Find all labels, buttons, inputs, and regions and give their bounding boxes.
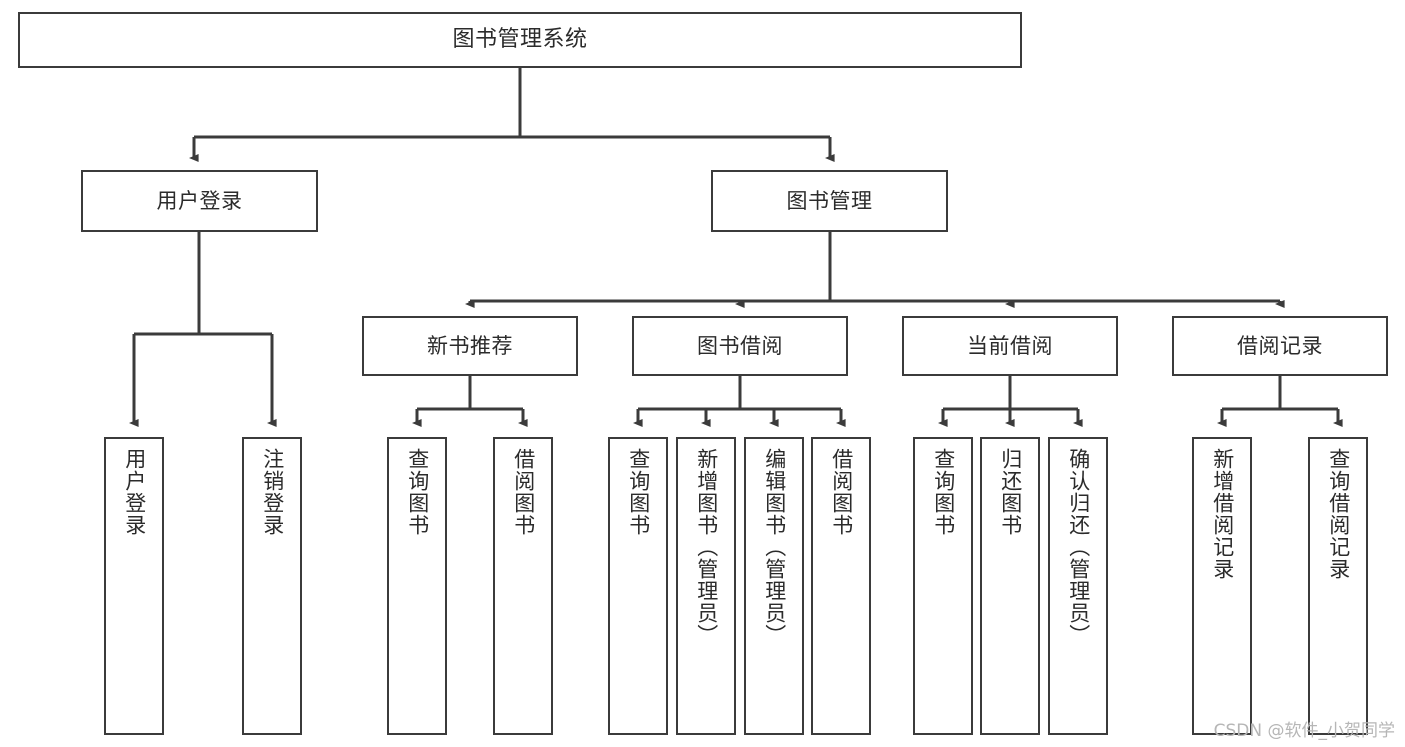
node-leaf-borrow-book-2[interactable]: 借阅图书 — [811, 437, 871, 735]
node-user-login[interactable]: 用户登录 — [81, 170, 318, 232]
node-book-borrow-label: 图书借阅 — [697, 333, 783, 358]
node-leaf-confirm-return-label: 确认归还（管理员） — [1066, 448, 1091, 646]
node-leaf-borrow-book-2-label: 借阅图书 — [829, 448, 854, 536]
node-leaf-user-logout-label: 注销登录 — [260, 448, 285, 536]
node-borrow-record-label: 借阅记录 — [1237, 333, 1323, 358]
node-leaf-query-book-3-label: 查询图书 — [931, 448, 956, 536]
node-leaf-user-login[interactable]: 用户登录 — [104, 437, 164, 735]
node-book-manage-label: 图书管理 — [786, 188, 873, 213]
node-leaf-borrow-book-1[interactable]: 借阅图书 — [493, 437, 553, 735]
node-leaf-return-book[interactable]: 归还图书 — [980, 437, 1040, 735]
watermark: CSDN @软件_小贺同学 — [1213, 721, 1395, 741]
node-leaf-query-book-3[interactable]: 查询图书 — [913, 437, 973, 735]
node-leaf-return-book-label: 归还图书 — [998, 448, 1023, 536]
node-root[interactable]: 图书管理系统 — [18, 12, 1022, 68]
node-book-borrow[interactable]: 图书借阅 — [632, 316, 848, 376]
node-leaf-user-login-label: 用户登录 — [122, 448, 147, 536]
node-user-login-label: 用户登录 — [156, 188, 243, 213]
node-book-manage[interactable]: 图书管理 — [711, 170, 948, 232]
node-borrow-record[interactable]: 借阅记录 — [1172, 316, 1388, 376]
node-leaf-query-book-2-label: 查询图书 — [626, 448, 651, 536]
node-leaf-confirm-return[interactable]: 确认归还（管理员） — [1048, 437, 1108, 735]
node-new-book-recommend[interactable]: 新书推荐 — [362, 316, 578, 376]
node-current-borrow[interactable]: 当前借阅 — [902, 316, 1118, 376]
node-leaf-add-record-label: 新增借阅记录 — [1210, 448, 1235, 580]
node-leaf-add-book-label: 新增图书（管理员） — [694, 448, 719, 646]
node-new-book-recommend-label: 新书推荐 — [427, 333, 513, 358]
node-root-label: 图书管理系统 — [452, 27, 588, 53]
node-leaf-query-book-1-label: 查询图书 — [405, 448, 430, 536]
node-leaf-edit-book[interactable]: 编辑图书（管理员） — [744, 437, 804, 735]
node-leaf-query-record[interactable]: 查询借阅记录 — [1308, 437, 1368, 735]
node-leaf-user-logout[interactable]: 注销登录 — [242, 437, 302, 735]
node-leaf-add-book[interactable]: 新增图书（管理员） — [676, 437, 736, 735]
node-leaf-edit-book-label: 编辑图书（管理员） — [762, 448, 787, 646]
node-leaf-query-record-label: 查询借阅记录 — [1326, 448, 1351, 580]
node-leaf-add-record[interactable]: 新增借阅记录 — [1192, 437, 1252, 735]
node-leaf-query-book-1[interactable]: 查询图书 — [387, 437, 447, 735]
node-current-borrow-label: 当前借阅 — [967, 333, 1053, 358]
node-leaf-borrow-book-1-label: 借阅图书 — [511, 448, 536, 536]
node-leaf-query-book-2[interactable]: 查询图书 — [608, 437, 668, 735]
